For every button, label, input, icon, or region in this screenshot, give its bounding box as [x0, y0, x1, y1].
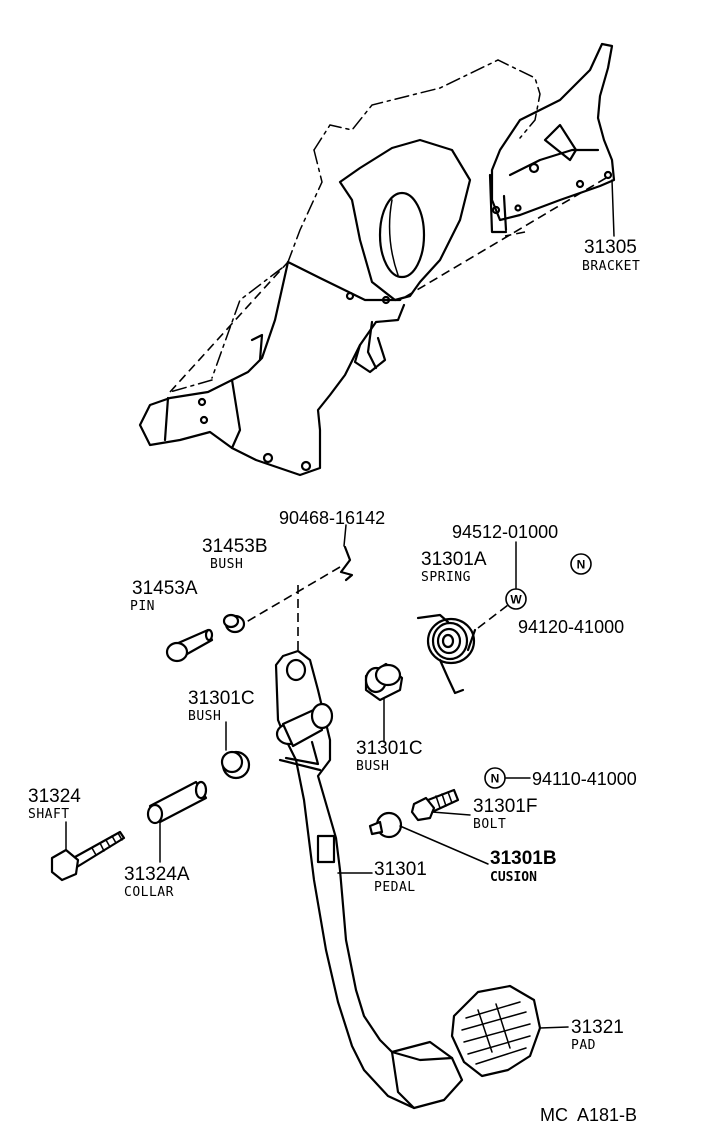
collar-illustration [146, 780, 208, 825]
pad-name: PAD [571, 1038, 596, 1053]
bracket-number: 31305 [584, 237, 637, 258]
clip-number: 90468-16142 [279, 508, 385, 528]
bush-right-number: 31301C [356, 738, 423, 759]
nut-symbol-lower: N [484, 767, 506, 789]
bracket-name: BRACKET [582, 259, 640, 274]
washer-symbol: W [505, 588, 527, 610]
pad-illustration [450, 984, 542, 1078]
collar-number: 31324A [124, 864, 190, 885]
spring-name: SPRING [421, 570, 471, 585]
cushion-number: 31301B [490, 848, 557, 869]
cushion-leader [399, 825, 489, 865]
bush-left-name: BUSH [188, 709, 221, 724]
bush-right-name: BUSH [356, 759, 389, 774]
svg-text:N: N [577, 558, 586, 572]
pin-number: 31453A [132, 578, 198, 599]
bush-right-illustration [364, 662, 404, 702]
pedal-illustration [274, 649, 464, 1110]
pin-illustration [165, 628, 214, 663]
bush-upper-illustration [222, 613, 246, 634]
spring-dash-line [477, 604, 509, 629]
pedal-name: PEDAL [374, 880, 416, 895]
spring-number: 31301A [421, 549, 487, 570]
cushion-name: CUSION [490, 870, 537, 885]
spring-illustration [416, 613, 477, 695]
pin-name: PIN [130, 599, 155, 614]
svg-text:W: W [510, 593, 522, 607]
nut-upper-part-number: 94120-41000 [518, 617, 624, 637]
nut-symbol-upper: N [570, 553, 592, 575]
figure-code: MC A181-B [540, 1105, 637, 1125]
pedal-number: 31301 [374, 859, 427, 880]
body-panel-illustration [138, 42, 616, 477]
bolt-leader [431, 811, 471, 816]
clip-illustration [339, 524, 354, 582]
bush-upper-name: BUSH [210, 557, 243, 572]
bolt-name: BOLT [473, 817, 506, 832]
pad-leader [539, 1026, 569, 1029]
cushion-illustration [368, 811, 403, 839]
pad-number: 31321 [571, 1017, 624, 1038]
collar-name: COLLAR [124, 885, 174, 900]
bolt-number: 31301F [473, 796, 537, 817]
clip-dash-line [235, 566, 341, 629]
bush-left-number: 31301C [188, 688, 255, 709]
svg-text:N: N [491, 772, 500, 786]
bush-left-illustration [220, 750, 251, 780]
nut-lower-part-number: 94110-41000 [532, 769, 637, 789]
bolt-illustration [410, 788, 460, 822]
bush-upper-number: 31453B [202, 536, 268, 557]
bracket-leader [611, 179, 615, 237]
shaft-name: SHAFT [28, 807, 70, 822]
washer-part-number: 94512-01000 [452, 522, 558, 542]
shaft-illustration [50, 830, 126, 882]
shaft-number: 31324 [28, 786, 81, 807]
